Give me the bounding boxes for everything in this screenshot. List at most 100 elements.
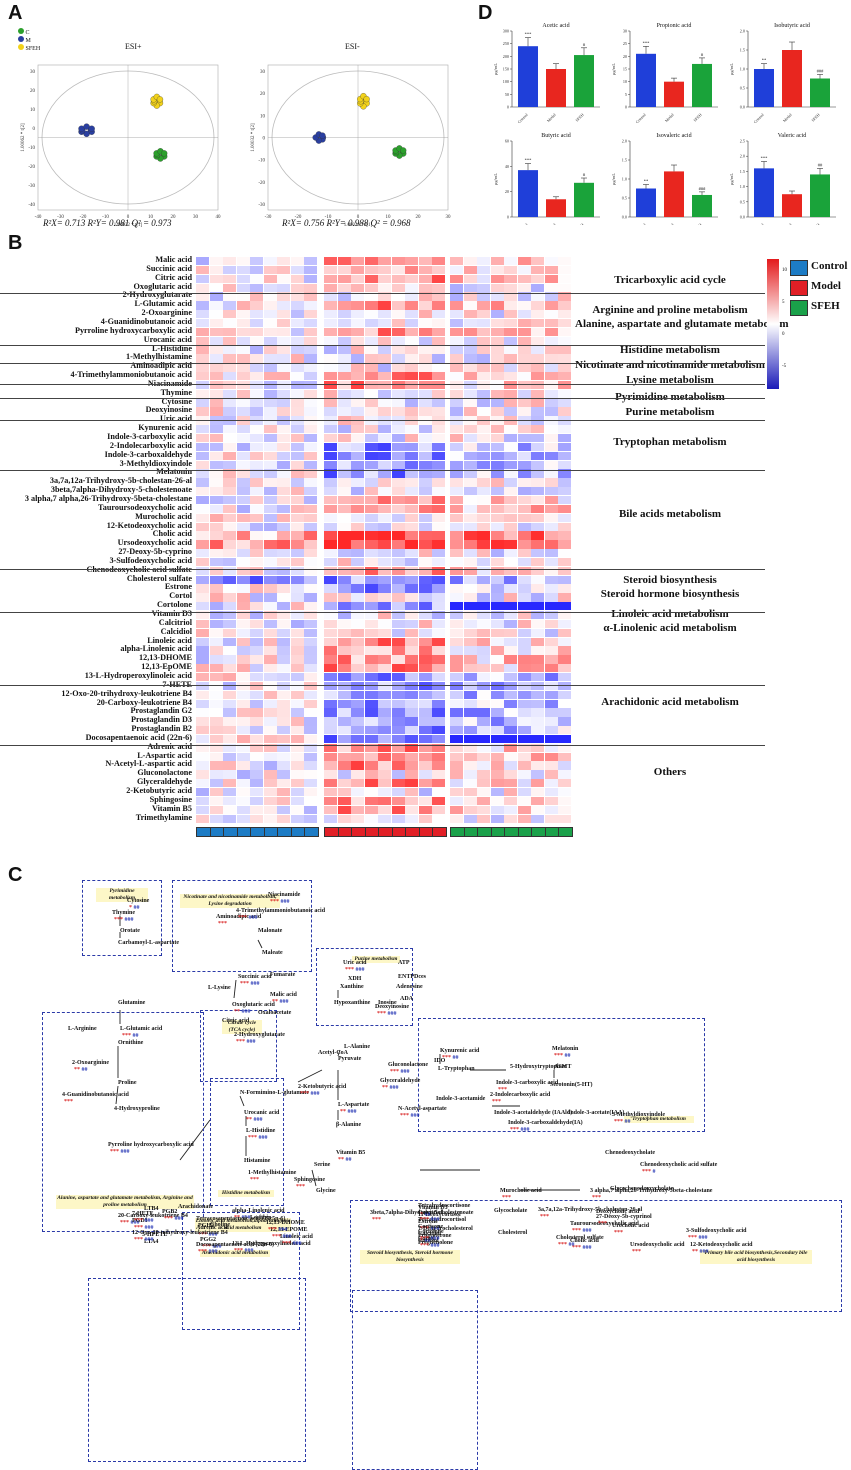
heatmap-cell: [337, 478, 351, 487]
significance-mark: **: [644, 179, 649, 184]
heatmap-cell: [544, 814, 558, 823]
heatmap-cell: [378, 549, 391, 558]
heatmap-cell: [209, 796, 223, 806]
heatmap-cell: [290, 743, 304, 753]
heatmap-cell: [531, 434, 544, 443]
heatmap-cell: [364, 487, 378, 496]
heatmap-cell: [391, 425, 405, 434]
heatmap-cell: [351, 672, 364, 682]
heatmap-cell: [196, 265, 209, 275]
heatmap-cell: [277, 557, 290, 567]
heatmap-cell: [223, 310, 236, 319]
heatmap-cell: [463, 398, 477, 407]
heatmap-cell: [263, 690, 277, 699]
pathway-label: Histidine metabolism: [620, 344, 720, 356]
heatmap-cell: [209, 310, 223, 319]
heatmap-cell: [351, 434, 364, 443]
metabolite: Indole-3-acetaldehyde (IAAld): [494, 1110, 573, 1116]
heatmap-cell: [337, 540, 351, 549]
significance-mark: *** ###: [198, 1249, 218, 1255]
heatmap-cell: [544, 318, 558, 328]
heatmap-cell: [250, 734, 263, 744]
heatmap-cell: [196, 593, 209, 602]
heatmap-cell: [477, 372, 490, 381]
heatmap-cell: [432, 788, 445, 797]
significance-mark: *** ###: [134, 1237, 154, 1243]
significance-mark: ** ###: [246, 1117, 263, 1123]
heatmap-cell: [324, 646, 337, 655]
heatmap-cell: [450, 522, 463, 531]
heatmap-cell: [290, 460, 304, 469]
heatmap-cell: [504, 619, 517, 629]
heatmap-cell: [236, 726, 250, 735]
heatmap-cell: [391, 274, 405, 284]
metabolite: L-Alanine: [344, 1044, 371, 1050]
heatmap-cell: [450, 327, 463, 337]
heatmap-cell: [517, 779, 531, 788]
heatmap-cell: [304, 292, 317, 301]
heatmap-cell: [223, 469, 236, 478]
heatmap-cell: [304, 522, 317, 531]
heatmap-cell: [378, 425, 391, 434]
heatmap-cell: [290, 655, 304, 664]
heatmap-cell: [290, 495, 304, 505]
significance-mark: *** ###: [400, 1113, 420, 1119]
metabolite: Oxaloacetate: [258, 1010, 292, 1016]
chart-title: Isobutyric acid: [774, 23, 810, 29]
heatmap-cell: [378, 327, 391, 337]
heatmap-cell: [405, 593, 418, 602]
significance-mark: *** #: [642, 1169, 656, 1175]
heatmap-cell: [477, 699, 490, 708]
heatmap-cell: [277, 354, 290, 363]
heatmap-cell: [290, 637, 304, 646]
category-label: Control: [753, 222, 766, 225]
pathway-box-label: Histidine metabolism: [218, 1190, 274, 1197]
heatmap-cell: [405, 664, 418, 673]
heatmap-cell: [364, 504, 378, 514]
heatmap-cell: [250, 495, 263, 505]
heatmap-cell: [196, 442, 209, 452]
heatmap-cell: [463, 504, 477, 514]
heatmap-cell: [250, 726, 263, 735]
heatmap-cell: [351, 628, 364, 638]
heatmap-cell: [223, 584, 236, 593]
heatmap-cell: [236, 788, 250, 797]
heatmap-cell: [378, 779, 391, 788]
heatmap-cell: [324, 664, 337, 673]
heatmap-cell: [324, 495, 337, 505]
group-indicator: [351, 827, 366, 838]
heatmap-cell: [277, 469, 290, 478]
heatmap-cell: [432, 557, 445, 567]
heatmap-cell: [209, 681, 223, 691]
heatmap-cell: [364, 672, 378, 682]
heatmap-cell: [544, 469, 558, 478]
heatmap-cell: [337, 628, 351, 638]
heatmap-cell: [450, 664, 463, 673]
y-tick-label: 0: [625, 105, 627, 110]
heatmap-cell: [378, 814, 391, 823]
heatmap-cell: [405, 531, 418, 540]
group-indicator: [196, 827, 211, 838]
heatmap-cell: [337, 425, 351, 434]
group-indicator: [209, 827, 224, 838]
metabolite: Cholesterol sulfate: [556, 1235, 604, 1241]
heatmap-cell: [378, 363, 391, 372]
heatmap-cell: [544, 664, 558, 673]
heatmap-cell: [290, 770, 304, 779]
heatmap-cell: [364, 257, 378, 266]
heatmap-cell: [236, 734, 250, 744]
heatmap-cell: [250, 628, 263, 638]
heatmap-cell: [418, 602, 432, 611]
heatmap-cell: [263, 380, 277, 390]
heatmap-row-label: L-Aspartic acid: [137, 750, 192, 760]
heatmap-cell: [558, 363, 571, 372]
heatmap-cell: [304, 487, 317, 496]
heatmap-cell: [558, 327, 571, 337]
heatmap-cell: [263, 788, 277, 797]
y-tick-label: 2.0: [740, 154, 745, 159]
heatmap-cell: [490, 593, 504, 602]
heatmap-cell: [378, 451, 391, 461]
heatmap-cell: [364, 734, 378, 744]
heatmap-cell: [405, 504, 418, 514]
heatmap-cell: [405, 770, 418, 779]
